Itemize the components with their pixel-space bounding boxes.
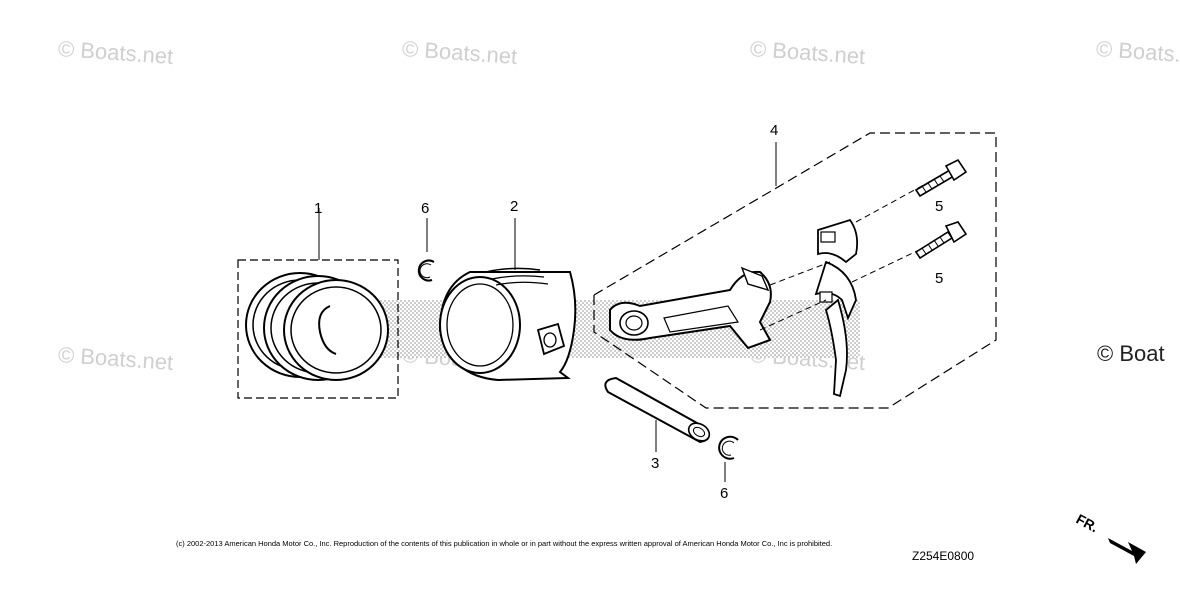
rod-bolt-lower-part[interactable] [914, 221, 968, 260]
front-arrow-icon [1108, 538, 1146, 564]
callout-piston: 2 [510, 198, 519, 215]
callout-pin-clip-lower: 6 [720, 485, 729, 502]
piston-part[interactable] [438, 218, 577, 382]
callout-rod-bolt-lower: 5 [935, 270, 944, 287]
diagram-code: Z254E0800 [912, 549, 975, 563]
connecting-rod-part[interactable] [593, 132, 997, 409]
callout-piston-pin: 3 [651, 455, 660, 472]
callout-rod-bolt-upper: 5 [935, 198, 944, 215]
callout-pin-clip-upper: 6 [421, 200, 430, 217]
piston-rings-part[interactable] [237, 208, 399, 399]
callout-piston-rings: 1 [314, 200, 323, 217]
copyright-notice: (c) 2002-2013 American Honda Motor Co., … [176, 539, 833, 548]
watermark: © Boat [1097, 341, 1165, 366]
pin-clip-lower-part[interactable] [718, 435, 739, 482]
callout-connecting-rod: 4 [770, 122, 779, 139]
pin-clip-upper-part[interactable] [417, 218, 435, 282]
rod-bolt-upper-part[interactable] [914, 158, 968, 198]
piston-pin-part[interactable] [604, 376, 712, 452]
